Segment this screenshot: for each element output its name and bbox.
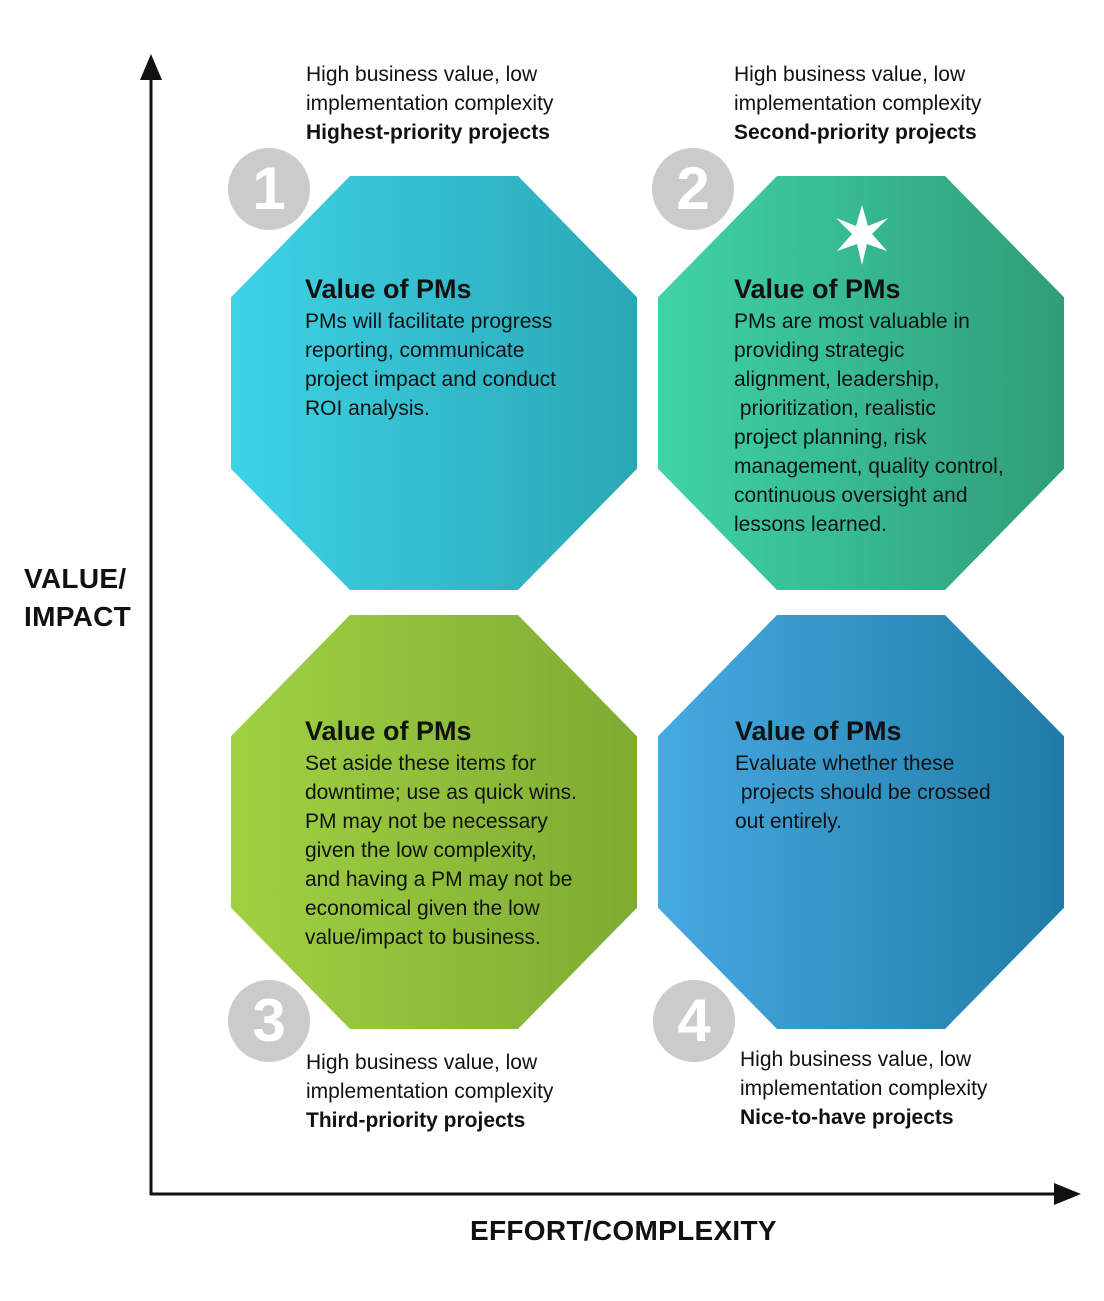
- y-axis-label-text: VALUE/ IMPACT: [24, 563, 132, 632]
- caption-line: implementation complexity: [306, 1080, 554, 1103]
- body-line: reporting, communicate: [305, 339, 525, 362]
- body-line: and having a PM may not be: [305, 868, 573, 891]
- body-line: downtime; use as quick wins.: [305, 781, 577, 804]
- priority-label: Second-priority projects: [734, 121, 977, 144]
- quadrant-1-octagon: [231, 176, 637, 590]
- quadrant-2-caption: High business value, low implementation …: [734, 60, 981, 147]
- body-line: continuous oversight and: [734, 484, 968, 507]
- body-line: providing strategic: [734, 339, 905, 362]
- quadrant-3-octagon: [231, 615, 637, 1029]
- quadrant-3-text: Value of PMs Set aside these items for d…: [305, 715, 577, 952]
- body-line: project planning, risk: [734, 426, 927, 449]
- caption-line: High business value, low: [740, 1048, 972, 1071]
- caption-line: implementation complexity: [734, 92, 982, 115]
- number-badge-4: 4: [653, 980, 735, 1062]
- quadrant-4-octagon: [658, 615, 1064, 1029]
- caption-line: implementation complexity: [740, 1077, 988, 1100]
- body-line: Set aside these items for: [305, 752, 537, 775]
- caption-line: High business value, low: [306, 63, 538, 86]
- body-line: projects should be crossed: [735, 781, 991, 804]
- quadrant-4-text: Value of PMs Evaluate whether these proj…: [735, 715, 991, 836]
- body-line: management, quality control,: [734, 455, 1004, 478]
- body-line: Evaluate whether these: [735, 752, 955, 775]
- quadrant-1-text: Value of PMs PMs will facilitate progres…: [305, 273, 556, 423]
- number-badge-2: 2: [652, 148, 734, 230]
- number-badge-3: 3: [228, 980, 310, 1062]
- body-line: given the low complexity,: [305, 839, 537, 862]
- quadrant-3-caption: High business value, low implementation …: [306, 1048, 553, 1135]
- y-axis-arrow-icon: [140, 54, 162, 80]
- body-line: value/impact to business.: [305, 926, 541, 949]
- body-line: out entirely.: [735, 810, 842, 833]
- quadrant-4-caption: High business value, low implementation …: [740, 1045, 987, 1132]
- y-axis-label: VALUE/ IMPACT: [24, 560, 144, 636]
- caption-line: implementation complexity: [306, 92, 554, 115]
- quadrant-title: Value of PMs: [735, 716, 902, 746]
- quadrant-1-caption: High business value, low implementation …: [306, 60, 553, 147]
- priority-label: Nice-to-have projects: [740, 1106, 954, 1129]
- body-line: lessons learned.: [734, 513, 887, 536]
- body-line: PMs are most valuable in: [734, 310, 970, 333]
- quadrant-title: Value of PMs: [734, 274, 901, 304]
- caption-line: High business value, low: [306, 1051, 538, 1074]
- body-line: PMs will facilitate progress: [305, 310, 553, 333]
- quadrant-body: Evaluate whether these projects should b…: [735, 749, 991, 836]
- star-icon: [836, 205, 888, 265]
- quadrant-body: PMs are most valuable in providing strat…: [734, 307, 1004, 539]
- body-line: alignment, leadership,: [734, 368, 940, 391]
- body-line: prioritization, realistic: [734, 397, 936, 420]
- quadrant-body: PMs will facilitate progress reporting, …: [305, 307, 556, 423]
- quadrant-title: Value of PMs: [305, 274, 472, 304]
- caption-line: High business value, low: [734, 63, 966, 86]
- number-badge-1: 1: [228, 148, 310, 230]
- x-axis-label: EFFORT/COMPLEXITY: [470, 1215, 777, 1246]
- priority-label: Third-priority projects: [306, 1109, 526, 1132]
- body-line: PM may not be necessary: [305, 810, 548, 833]
- quadrant-body: Set aside these items for downtime; use …: [305, 749, 577, 952]
- x-axis-arrow-icon: [1054, 1183, 1081, 1205]
- quadrant-title: Value of PMs: [305, 716, 472, 746]
- priority-label: Highest-priority projects: [306, 121, 550, 144]
- body-line: project impact and conduct: [305, 368, 556, 391]
- body-line: economical given the low: [305, 897, 540, 920]
- body-line: ROI analysis.: [305, 397, 430, 420]
- quadrant-2-text: Value of PMs PMs are most valuable in pr…: [734, 273, 1004, 539]
